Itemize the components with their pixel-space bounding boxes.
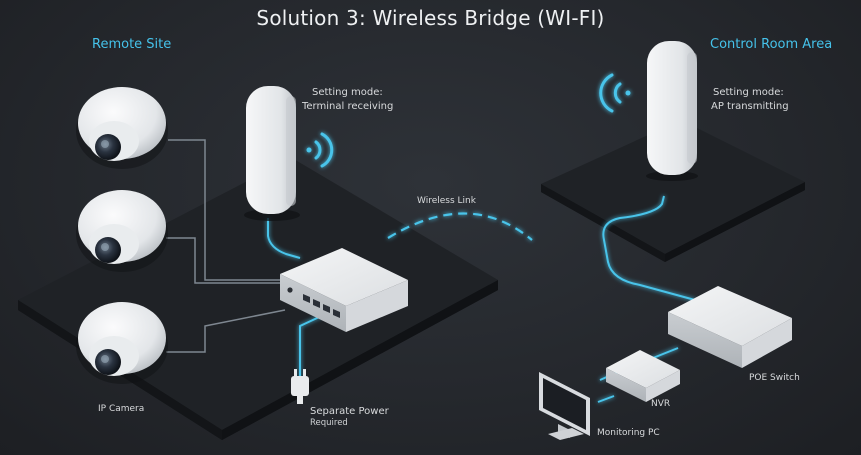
wifi-signal-icon [599,73,631,113]
diagram-title: Solution 3: Wireless Bridge (WI-FI) [256,6,605,30]
dome-camera-icon [76,190,168,272]
monitor-icon [539,372,590,440]
outdoor-cpe-icon [244,86,300,221]
dome-camera-icon [76,87,168,169]
right-mode-title: Setting mode: [713,87,784,98]
wifi-signal-icon [306,132,334,168]
control-room-platform [541,120,805,262]
wireless-link-label: Wireless Link [417,196,476,206]
monitoring-pc-label: Monitoring PC [597,428,660,438]
right-mode-value: AP transmitting [711,101,789,112]
nvr-label: NVR [651,399,671,409]
poe-switch-label: POE Switch [749,373,800,383]
camera-cables [166,139,286,353]
ip-camera-label: IP Camera [98,404,145,414]
left-mode-title: Setting mode: [312,87,383,98]
poe-switch-icon [280,248,408,332]
remote-site-label: Remote Site [92,37,172,52]
left-mode-value: Terminal receiving [302,101,394,112]
nvr-icon [606,350,680,402]
separate-power-label: Separate Power [310,406,389,417]
power-plug-icon [291,369,309,404]
poe-switch-icon [668,286,792,368]
outdoor-cpe-icon [646,41,698,181]
dome-camera-icon [76,302,168,384]
control-room-label: Control Room Area [710,37,833,52]
wireless-link-arc [387,212,533,241]
required-label: Required [310,418,348,428]
